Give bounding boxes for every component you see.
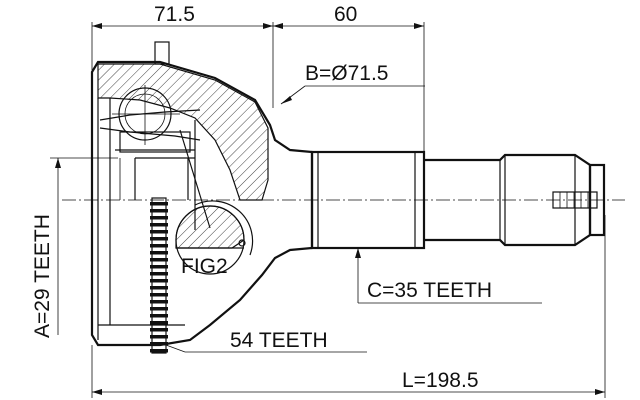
abs-tooth	[150, 237, 168, 241]
abs-tooth	[150, 258, 168, 262]
inner-teeth-label: A=29 TEETH	[31, 214, 54, 338]
top-stud	[154, 41, 170, 65]
top-dimension-lines	[91, 22, 425, 152]
total-length-dimension	[91, 215, 606, 398]
abs-tooth	[150, 293, 168, 297]
leader-lines	[165, 85, 542, 353]
abs-tooth	[150, 223, 168, 227]
housing-length-label: 71.5	[154, 3, 195, 26]
abs-tooth	[150, 349, 168, 353]
fig2-callout: FIG2	[181, 255, 228, 278]
spline-teeth-label: C=35 TEETH	[367, 279, 493, 302]
abs-tooth	[150, 279, 168, 283]
abs-ring	[150, 197, 168, 354]
abs-tooth	[150, 230, 168, 234]
abs-tooth	[150, 307, 168, 311]
abs-tooth	[150, 251, 168, 255]
abs-tooth	[150, 321, 168, 325]
abs-tooth	[150, 328, 168, 332]
abs-ring-teeth-label: 54 TEETH	[230, 329, 328, 352]
inner-teeth-dimension	[50, 157, 118, 335]
ball-cage	[99, 85, 201, 153]
abs-tooth	[150, 335, 168, 339]
fig2-detail	[175, 200, 254, 275]
abs-tooth	[150, 314, 168, 318]
shaft-length-label: 60	[334, 3, 358, 26]
outer-diameter-label: B=Ø71.5	[305, 62, 389, 85]
abs-tooth	[150, 272, 168, 276]
shaft	[310, 150, 606, 250]
abs-tooth	[150, 202, 168, 206]
abs-tooth	[150, 209, 168, 213]
abs-tooth	[150, 244, 168, 248]
abs-tooth	[150, 216, 168, 220]
abs-tooth	[150, 342, 168, 346]
abs-tooth	[150, 300, 168, 304]
abs-tooth	[150, 286, 168, 290]
total-length-label: L=198.5	[402, 369, 479, 392]
abs-tooth	[150, 265, 168, 269]
